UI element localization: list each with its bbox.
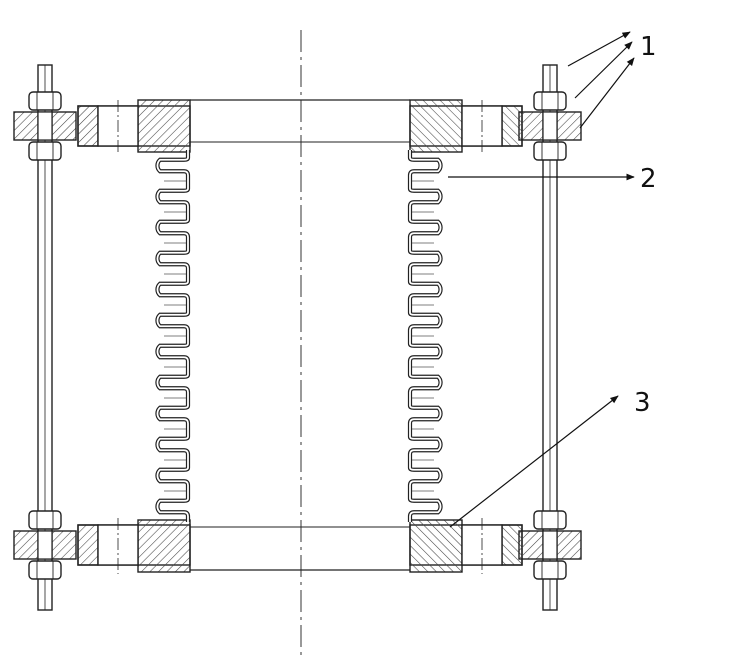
hex-nut	[28, 91, 62, 111]
flange-top-right	[409, 99, 523, 153]
hex-nut	[533, 91, 567, 111]
callout-label-2: 2	[640, 164, 657, 194]
nut-washer-stack	[13, 91, 77, 161]
leader-lines	[448, 31, 635, 528]
bellows-inner-line	[156, 150, 189, 522]
rod-through-washer	[37, 530, 53, 560]
nut-assemblies	[13, 91, 582, 580]
hex-nut	[533, 510, 567, 530]
flange-bottom-right	[409, 518, 523, 574]
nut-washer-stack	[518, 510, 582, 580]
nut-washer-stack	[518, 91, 582, 161]
leader-1a	[567, 31, 631, 67]
hex-nut	[533, 560, 567, 580]
leader-1b	[574, 41, 633, 99]
hex-nut	[28, 560, 62, 580]
rod-through-washer	[37, 111, 53, 141]
leader-1c	[579, 57, 635, 129]
bellows-right-wall	[407, 150, 443, 522]
callout-label-3: 3	[634, 388, 651, 418]
flange-top-left	[77, 99, 191, 153]
bellows-left-wall	[155, 150, 191, 522]
tie-rod-right	[542, 64, 558, 611]
leader-3	[449, 395, 619, 528]
nut-washer-stack	[13, 510, 77, 580]
flange-bottom-left	[77, 518, 191, 574]
pipe-bottom	[190, 526, 410, 571]
bellows-inner-line	[409, 150, 442, 522]
pipe-top	[190, 99, 410, 143]
hex-nut	[28, 510, 62, 530]
hex-nut	[28, 141, 62, 161]
hex-nut	[533, 141, 567, 161]
rod-through-washer	[542, 111, 558, 141]
rod-through-washer	[542, 530, 558, 560]
callout-label-1: 1	[640, 32, 657, 62]
